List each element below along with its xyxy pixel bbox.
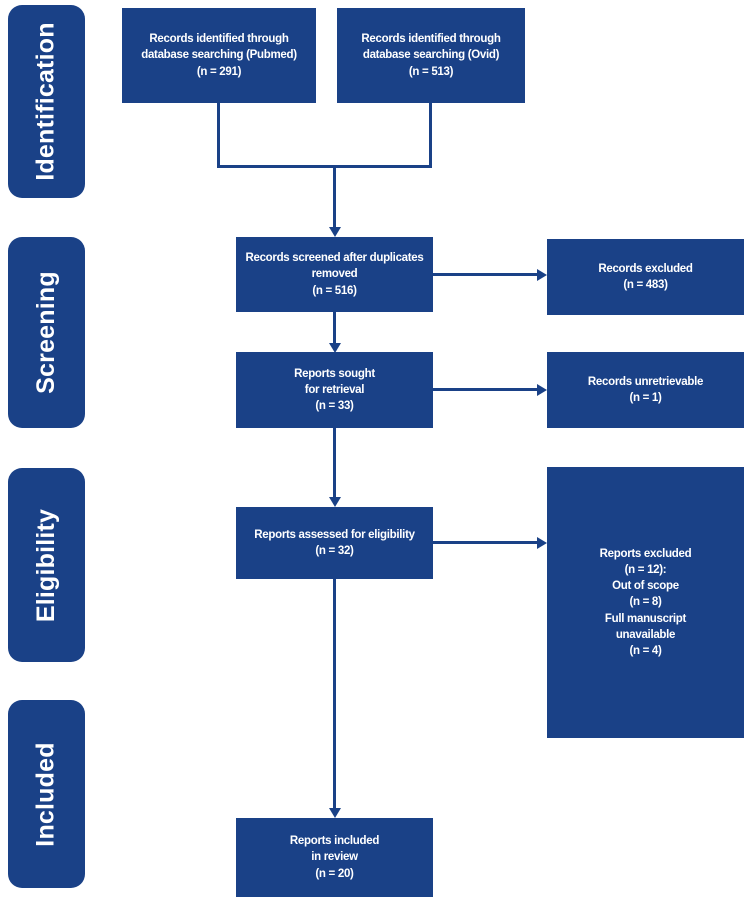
box-reports-included: Reports included in review (n = 20) xyxy=(236,818,433,897)
box-records-screened-text: Records screened after duplicates remove… xyxy=(245,252,424,297)
stage-eligibility: Eligibility xyxy=(8,468,85,662)
box-records-identified-pubmed-text: Records identified through database sear… xyxy=(141,33,297,78)
arrowhead-down-icon xyxy=(328,808,341,818)
box-records-identified-ovid-text: Records identified through database sear… xyxy=(361,33,501,78)
box-records-unretrievable-text: Records unretrievable (n = 1) xyxy=(587,375,704,404)
stage-identification-label: Identification xyxy=(32,22,61,181)
stage-eligibility-label: Eligibility xyxy=(32,508,61,622)
box-reports-assessed: Reports assessed for eligibility (n = 32… xyxy=(236,507,433,579)
connector-sought-to-assessed xyxy=(333,428,336,498)
arrowhead-right-icon xyxy=(537,383,547,396)
box-reports-excluded: Reports excluded (n = 12): Out of scope … xyxy=(547,467,744,738)
arrowhead-right-icon xyxy=(537,536,547,549)
connector-assessed-to-included xyxy=(333,579,336,809)
connector-screened-to-excluded xyxy=(433,273,538,276)
box-records-identified-pubmed: Records identified through database sear… xyxy=(122,8,316,103)
stage-included-label: Included xyxy=(32,741,61,847)
box-reports-excluded-text: Reports excluded (n = 12): Out of scope … xyxy=(599,548,692,657)
connector-merge-to-screened xyxy=(333,165,336,228)
box-records-screened: Records screened after duplicates remove… xyxy=(236,237,433,312)
box-records-excluded-text: Records excluded (n = 483) xyxy=(598,262,693,291)
stage-screening: Screening xyxy=(8,237,85,428)
connector-merge-horizontal xyxy=(217,165,432,168)
stage-identification: Identification xyxy=(8,5,85,198)
stage-included: Included xyxy=(8,700,85,888)
stage-screening-label: Screening xyxy=(32,271,60,394)
box-reports-sought: Reports sought for retrieval (n = 33) xyxy=(236,352,433,428)
arrowhead-down-icon xyxy=(328,343,341,353)
connector-sought-to-unretrievable xyxy=(433,388,538,391)
connector-assessed-to-excluded xyxy=(433,541,538,544)
box-reports-included-text: Reports included in review (n = 20) xyxy=(289,835,380,880)
box-reports-assessed-text: Reports assessed for eligibility (n = 32… xyxy=(254,528,415,557)
arrowhead-down-icon xyxy=(328,497,341,507)
connector-ovid-down xyxy=(429,102,432,168)
box-records-identified-ovid: Records identified through database sear… xyxy=(337,8,525,103)
connector-pubmed-down xyxy=(217,102,220,168)
box-records-unretrievable: Records unretrievable (n = 1) xyxy=(547,352,744,428)
box-records-excluded: Records excluded (n = 483) xyxy=(547,239,744,315)
arrowhead-right-icon xyxy=(537,268,547,281)
box-reports-sought-text: Reports sought for retrieval (n = 33) xyxy=(294,367,375,413)
arrowhead-down-icon xyxy=(328,227,341,237)
connector-screened-to-sought xyxy=(333,312,336,344)
